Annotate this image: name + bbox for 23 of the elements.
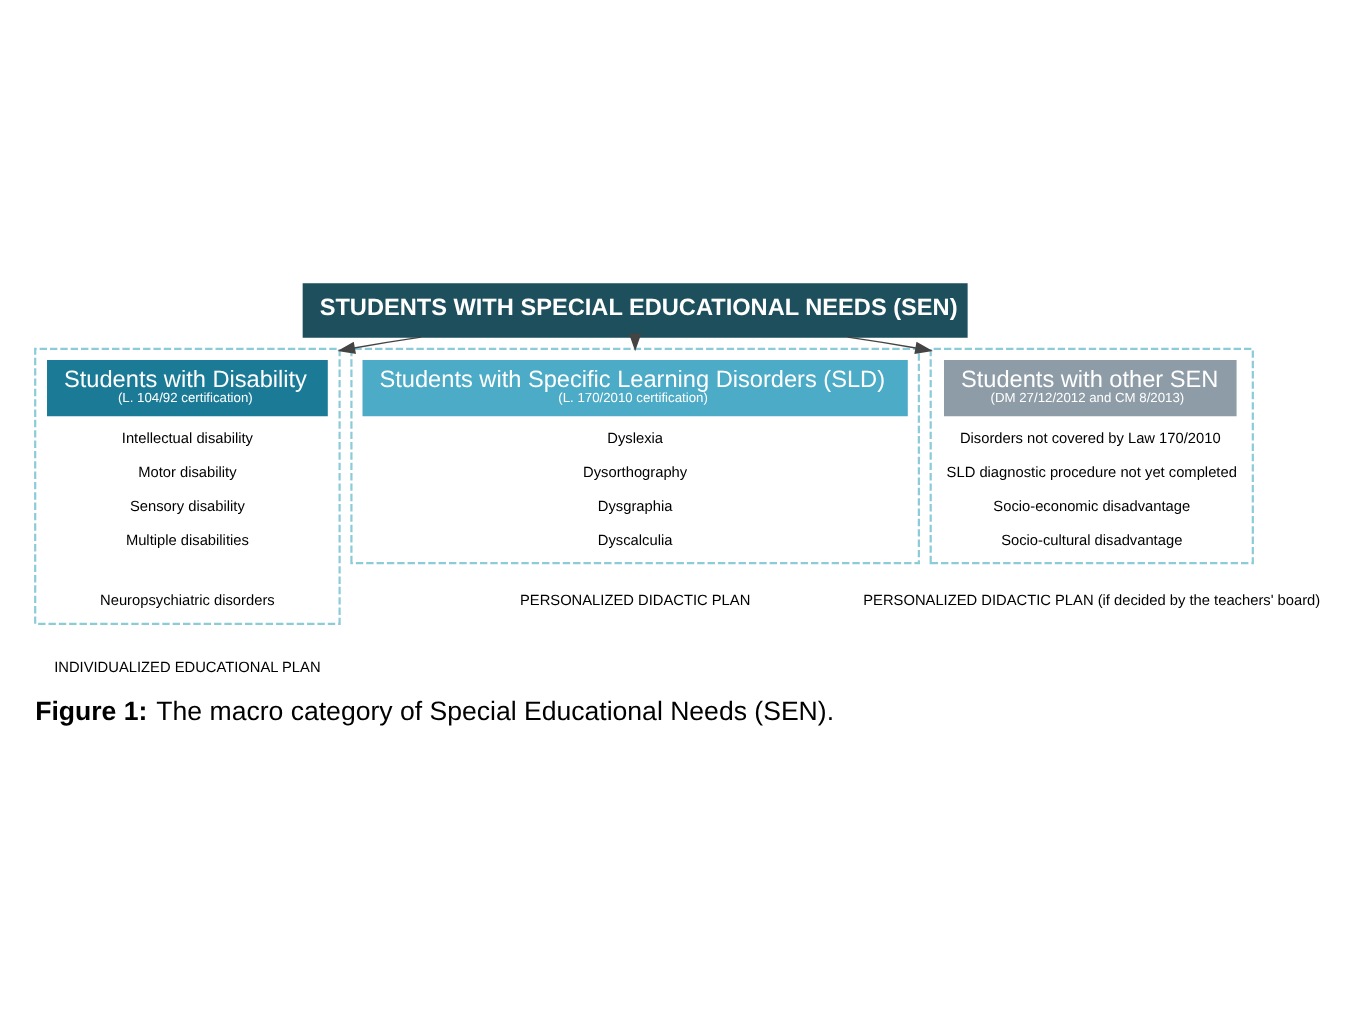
node-text: Socio-economic disadvantage [993,496,1191,515]
node-text: Neuropsychiatric disorders [100,591,275,610]
node-text: Socio-cultural disadvantage [1001,530,1183,549]
arrow [846,336,933,354]
label: PERSONALIZED DIDACTIC PLAN (if decided by the teachers' board) [863,591,1321,610]
node-text: Dyslexia [607,428,664,447]
label: PERSONALIZED DIDACTIC PLAN [519,591,751,610]
node-text: Dyscalculia [597,530,673,549]
node-text: Dysgraphia [597,496,673,515]
node-text: Dysorthography [583,462,688,481]
label: INDIVIDUALIZED EDUCATIONAL PLAN [54,657,321,676]
cluster [929,347,1254,565]
cluster [350,347,920,565]
node-text: Disorders not covered by Law 170/2010 [959,428,1221,447]
caption: Figure 1: The macro category of Special Educational Needs (SEN). [35,696,835,727]
node-text: Sensory disability [130,496,245,515]
node-text: Motor disability [138,462,237,481]
node-box: STUDENTS WITH SPECIAL EDUCATIONAL NEEDS (SEN) [302,283,968,338]
arrow [337,336,422,354]
node-text: SLD diagnostic procedure not yet completed [946,462,1237,481]
cluster [34,347,341,625]
node-text: Multiple disabilities [125,530,249,549]
node-text: Intellectual disability [121,428,253,447]
